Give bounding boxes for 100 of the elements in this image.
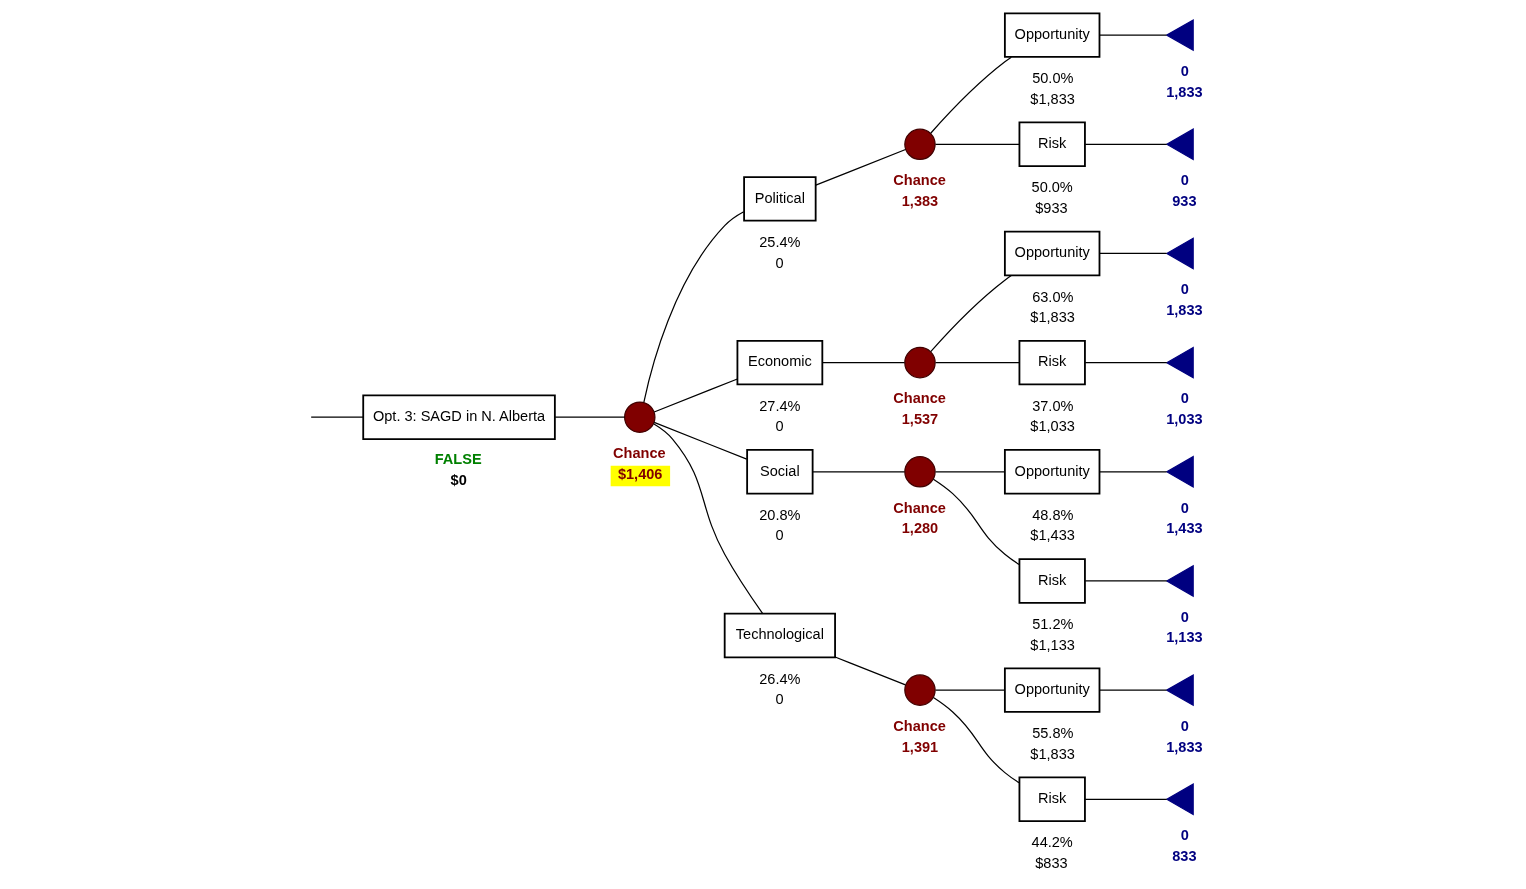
node-label: 1,833	[1165, 83, 1203, 100]
connector	[652, 423, 763, 614]
node-label: $1,133	[1029, 636, 1075, 653]
connector	[1098, 689, 1167, 691]
node-box: Opportunity	[1003, 230, 1100, 277]
node-label: 55.8%	[1031, 725, 1073, 742]
node-label: FALSE	[434, 451, 482, 468]
node-box: Economic	[736, 339, 823, 386]
node-label: 933	[1171, 192, 1197, 209]
connector	[1098, 252, 1167, 255]
node-label: 1,833	[1165, 738, 1203, 755]
node-circle	[903, 674, 936, 706]
node-box: Risk	[1018, 121, 1086, 168]
node-label: 1,833	[1165, 301, 1203, 318]
node-box: Risk	[1018, 558, 1086, 604]
node-label: 0	[1180, 62, 1189, 79]
node-label: Chance	[892, 172, 946, 189]
connector	[642, 211, 744, 403]
connector	[932, 696, 1020, 784]
connector	[1084, 143, 1167, 145]
node-box: Risk	[1018, 339, 1086, 386]
node-box: Technological	[723, 612, 836, 659]
connector	[653, 378, 738, 413]
node-label: 833	[1171, 847, 1197, 864]
connector	[929, 274, 1012, 353]
node-box: Opportunity	[1003, 667, 1100, 713]
connector	[1098, 471, 1167, 473]
connector	[310, 416, 364, 418]
node-label: 44.2%	[1031, 834, 1073, 851]
node-label: 0	[1180, 390, 1189, 407]
connector	[653, 421, 747, 460]
node-label: $1,406	[617, 465, 662, 482]
connector	[821, 362, 905, 364]
node-label: $1,433	[1029, 527, 1075, 544]
node-label: $833	[1034, 854, 1068, 871]
connector	[932, 478, 1020, 566]
connector	[929, 56, 1012, 134]
connector	[1084, 362, 1167, 364]
connector	[934, 362, 1020, 364]
node-label: 1,133	[1165, 629, 1203, 646]
node-label: $1,833	[1029, 90, 1075, 107]
node-label: $1,833	[1029, 309, 1075, 326]
node-label: 0	[1180, 172, 1189, 189]
node-label: 50.0%	[1031, 179, 1073, 196]
node-triangle	[1165, 346, 1194, 379]
node-label: 51.2%	[1031, 615, 1073, 632]
node-label: 48.8%	[1031, 506, 1073, 523]
node-label: 20.8%	[758, 506, 800, 523]
connector	[934, 143, 1020, 145]
node-box: Opportunity	[1003, 449, 1100, 495]
node-box: Social	[745, 449, 814, 495]
node-circle	[903, 128, 936, 161]
node-label: 1,033	[1165, 411, 1203, 427]
node-label: 50.0%	[1031, 70, 1073, 87]
node-triangle	[1165, 673, 1194, 707]
node-label: 37.0%	[1031, 397, 1073, 414]
node-triangle	[1165, 564, 1194, 598]
node-label: 0	[775, 691, 784, 708]
node-box: Opt. 3: SAGD in N. Alberta	[361, 394, 556, 440]
node-label: 63.0%	[1031, 288, 1073, 305]
node-circle	[903, 456, 936, 488]
connector	[834, 656, 906, 686]
node-label: Chance	[892, 499, 946, 516]
connector	[1084, 580, 1167, 582]
node-label: 0	[775, 254, 784, 271]
connector	[934, 471, 1005, 473]
connector	[1098, 34, 1167, 36]
node-box: Opportunity	[1003, 12, 1100, 58]
node-box: Political	[742, 176, 817, 222]
node-box: Risk	[1018, 776, 1086, 823]
node-triangle	[1165, 18, 1194, 52]
node-label: 1,280	[901, 520, 938, 537]
connector	[1084, 798, 1167, 800]
connector	[811, 471, 905, 473]
node-label: 0	[1180, 827, 1189, 844]
node-label: 0	[1180, 608, 1189, 625]
node-triangle	[1165, 237, 1194, 270]
node-circle	[623, 401, 656, 433]
node-triangle	[1165, 783, 1194, 816]
node-label: $0	[450, 471, 467, 488]
connector	[814, 148, 906, 186]
node-label: 1,537	[901, 411, 938, 427]
connector	[934, 689, 1005, 691]
node-label: Chance	[892, 390, 946, 407]
node-label: 0	[1180, 499, 1189, 516]
node-label: 25.4%	[758, 233, 800, 250]
node-label: $933	[1034, 199, 1068, 216]
node-label: 0	[1180, 717, 1189, 734]
node-label: 1,383	[901, 192, 938, 209]
connector	[554, 416, 625, 418]
node-label: 26.4%	[758, 670, 800, 687]
node-label: $1,033	[1029, 418, 1075, 435]
node-label: 0	[1180, 281, 1189, 298]
node-label: Chance	[892, 717, 946, 734]
node-label: 1,391	[901, 738, 938, 755]
node-label: 0	[775, 527, 784, 544]
node-label: Chance	[612, 444, 666, 461]
node-circle	[903, 346, 936, 379]
node-triangle	[1165, 128, 1194, 161]
node-triangle	[1165, 455, 1194, 488]
